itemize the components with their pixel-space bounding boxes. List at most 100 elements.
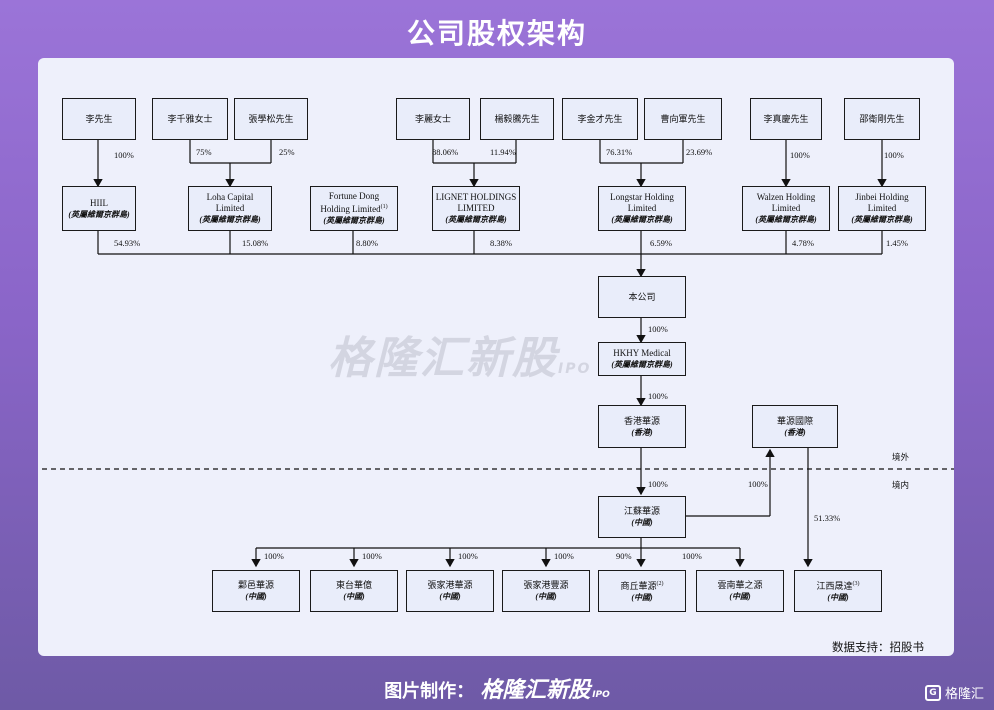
holdco-box-lignet: LIGNET HOLDINGS LIMITED (英屬維爾京群島): [432, 186, 520, 231]
ownership-label: 25%: [279, 147, 295, 157]
ownership-label: 100%: [682, 551, 702, 561]
holdco-name: HIIL: [90, 197, 108, 208]
subsidiary-box: 東台華億 (中國): [310, 570, 398, 612]
shareholder-name: 楊毅騰先生: [494, 113, 540, 124]
subsidiary-box: 江西晟達(3) (中國): [794, 570, 882, 612]
shareholder-box-5: 楊毅騰先生: [480, 98, 554, 140]
entity-jurisdiction: (香港): [631, 427, 653, 437]
jiangsu-huayuan-box: 江蘇華源 (中國): [598, 496, 686, 538]
entity-jurisdiction: (中國): [631, 518, 653, 527]
company-box: 本公司: [598, 276, 686, 318]
ownership-label: 76.31%: [606, 147, 633, 157]
subsidiary-jurisdiction: (中國): [631, 593, 653, 602]
ownership-label: 100%: [648, 324, 668, 334]
huayuan-intl-box: 華源國際 (香港): [752, 405, 838, 448]
ownership-label: 100%: [884, 150, 904, 160]
subsidiary-jurisdiction: (中國): [827, 593, 849, 602]
watermark: 格隆汇新股IPO: [328, 322, 591, 386]
entity-name: 香港華源: [623, 415, 660, 426]
shareholder-name: 李先生: [85, 113, 113, 124]
holdco-name: Walzen Holding: [756, 192, 816, 202]
ownership-label: 8.38%: [490, 238, 512, 248]
subsidiary-jurisdiction: (中國): [535, 592, 557, 601]
holdco-name: Longstar Holding: [610, 192, 674, 202]
subsidiary-box: 雲南華之源 (中國): [696, 570, 784, 612]
footer-ipo: IPO: [592, 690, 610, 700]
footer-brand: 格隆汇新股: [480, 678, 591, 703]
holdco-name: LIGNET HOLDINGS: [435, 192, 517, 202]
shareholder-box-6: 李金才先生: [562, 98, 638, 140]
shareholder-name: 李麗女士: [414, 113, 451, 124]
subsidiary-jurisdiction: (中國): [343, 592, 365, 601]
entity-jurisdiction: (香港): [784, 427, 806, 437]
ownership-label: 1.45%: [886, 238, 908, 248]
footnote-marker: (2): [656, 581, 664, 587]
shareholder-name: 曹向軍先生: [660, 113, 706, 124]
shareholder-name: 李金才先生: [577, 113, 623, 124]
ownership-label: 11.94%: [490, 147, 516, 157]
holdco-jurisdiction: (英屬維爾京群島): [755, 215, 817, 224]
watermark-ipo: IPO: [558, 361, 592, 377]
ownership-label: 23.69%: [686, 147, 713, 157]
ownership-label: 100%: [648, 391, 668, 401]
footer-prefix: 图片制作：: [384, 681, 475, 702]
holdco-box-walzen: Walzen Holding Limited (英屬維爾京群島): [742, 186, 830, 231]
entity-name: HKHY Medical: [613, 348, 671, 358]
footnote-marker: (3): [852, 581, 860, 587]
holdco-jurisdiction: (英屬維爾京群島): [323, 216, 385, 225]
subsidiary-name: 東台華億: [335, 580, 372, 590]
holdco-jurisdiction: (英屬維爾京群島): [445, 215, 507, 224]
entity-name: 華源國際: [776, 415, 813, 426]
holdco-name: Jinbei Holding: [855, 192, 909, 202]
subsidiary-box: 商丘華源(2) (中國): [598, 570, 686, 612]
holdco-name: Limited: [867, 203, 897, 213]
shareholder-name: 張學松先生: [248, 113, 294, 124]
source-note: 数据支持：招股书: [832, 640, 924, 654]
ownership-label: 100%: [648, 479, 668, 489]
subsidiary-jurisdiction: (中國): [439, 592, 461, 601]
ownership-label: 100%: [114, 150, 134, 160]
holdco-name: LIMITED: [457, 203, 495, 213]
shareholder-box-1: 李先生: [62, 98, 136, 140]
holdco-box-jinbei: Jinbei Holding Limited (英屬維爾京群島): [838, 186, 926, 231]
holdco-name: Loha Capital: [206, 192, 254, 202]
ownership-label: 100%: [458, 551, 478, 561]
diagram-panel: 李先生 李千雅女士 張學松先生 李麗女士 楊毅騰先生 李金才先生 曹向軍先生 李…: [38, 58, 954, 656]
corner-logo: G 格隆汇: [924, 683, 984, 702]
subsidiary-jurisdiction: (中國): [729, 592, 751, 601]
subsidiary-name: 鄴邑華源: [237, 580, 274, 590]
footnote-marker: (1): [380, 204, 388, 210]
subsidiary-name: 商丘華源: [620, 581, 657, 591]
holdco-box-loha: Loha Capital Limited (英屬維爾京群島): [188, 186, 272, 231]
shareholder-name: 邵衛剛先生: [859, 113, 905, 124]
subsidiary-box: 張家港豐源 (中國): [502, 570, 590, 612]
offshore-label: 境外: [892, 452, 910, 462]
shareholder-box-3: 張學松先生: [234, 98, 308, 140]
ownership-label: 100%: [790, 150, 810, 160]
subsidiary-name: 張家港華源: [427, 580, 473, 590]
shareholder-box-9: 邵衛剛先生: [844, 98, 920, 140]
logo-icon: G: [924, 684, 941, 701]
hk-huayuan-box: 香港華源 (香港): [598, 405, 686, 448]
shareholder-box-8: 李真慶先生: [750, 98, 822, 140]
entity-name: 江蘇華源: [623, 506, 660, 516]
subsidiary-name: 江西晟達: [816, 581, 853, 591]
shareholder-name: 李真慶先生: [763, 113, 809, 124]
holdco-box-fortune-dong: Fortune Dong Holding Limited(1) (英屬維爾京群島…: [310, 186, 398, 231]
ownership-label: 6.59%: [650, 238, 672, 248]
shareholder-name: 李千雅女士: [167, 113, 213, 124]
holdco-box-longstar: Longstar Holding Limited (英屬維爾京群島): [598, 186, 686, 231]
subsidiary-jurisdiction: (中國): [245, 592, 267, 601]
holdco-box-hiil: HIIL (英屬維爾京群島): [62, 186, 136, 231]
ownership-label: 51.33%: [814, 513, 841, 523]
ownership-label: 54.93%: [114, 238, 141, 248]
company-name: 本公司: [628, 291, 656, 302]
ownership-label: 8.80%: [356, 238, 378, 248]
ownership-label: 88.06%: [432, 147, 459, 157]
subsidiary-box: 鄴邑華源 (中國): [212, 570, 300, 612]
subsidiary-box: 張家港華源 (中國): [406, 570, 494, 612]
subsidiary-name: 雲南華之源: [717, 580, 763, 590]
ownership-label: 100%: [264, 551, 284, 561]
holdco-jurisdiction: (英屬維爾京群島): [199, 215, 261, 224]
